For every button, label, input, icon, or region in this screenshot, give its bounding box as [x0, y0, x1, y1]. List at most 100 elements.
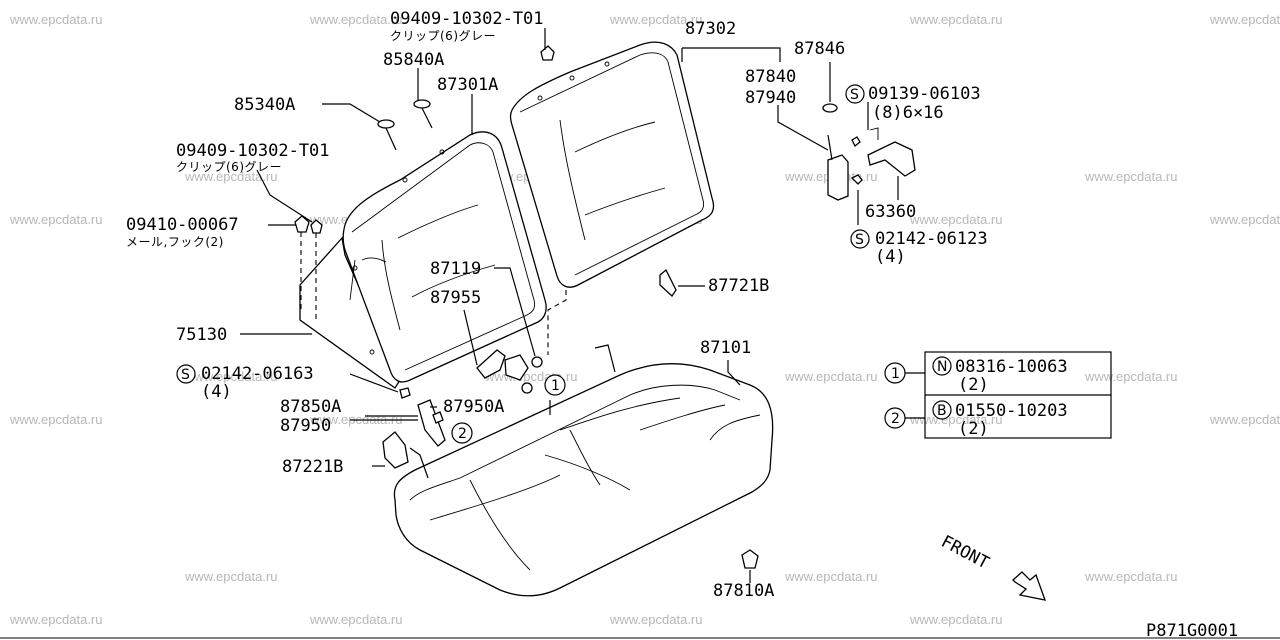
watermark: www.epcdata.ru: [184, 569, 278, 584]
reference-table: 1 N 08316-10063 (2) 2 B 01550-10203 (2): [884, 351, 1112, 439]
watermark: www.epcdata.ru: [909, 12, 1003, 27]
part-label: 87301A: [437, 75, 498, 95]
pin-icon: [377, 119, 395, 129]
s-marker-letter: S: [850, 87, 859, 103]
clip-icon: [741, 549, 759, 569]
part-labels: 09409-10302-T01 クリップ(6)グレー 85840A 87301A…: [126, 9, 988, 601]
ref-marker-1: [884, 362, 906, 384]
watermark: www.epcdata.ru: [1084, 369, 1178, 384]
front-label: FRONT: [938, 532, 993, 574]
part-label: 87846: [794, 39, 845, 59]
left-seat-back: [299, 131, 547, 389]
part-qty: (4): [201, 382, 232, 402]
part-note: メール,フック(2): [126, 235, 224, 249]
part-label: 02142-06163: [201, 364, 314, 384]
watermark: www.epcdata.ru: [309, 12, 403, 27]
part-label: 87850A: [280, 397, 341, 417]
watermark: www.epcdata.ru: [1084, 569, 1178, 584]
ref-marker-number: 1: [551, 378, 560, 394]
leader-lines: [240, 28, 925, 583]
s-marker: [845, 84, 865, 104]
front-indicator: FRONT: [938, 532, 1047, 601]
nut-icon: [531, 356, 543, 368]
s-marker-letter: S: [855, 232, 864, 248]
part-label: 09139-06103: [868, 84, 981, 104]
right-seat-back: [509, 41, 715, 288]
ref-marker-number: 2: [458, 426, 467, 442]
b-marker: [932, 400, 952, 420]
watermark: www.epcdata.ru: [609, 12, 703, 27]
part-label: 63360: [865, 202, 916, 222]
hinge-icon: [867, 141, 916, 177]
pin-icon: [413, 99, 431, 109]
watermark: www.epcdata.ru: [184, 169, 278, 184]
part-label: 85340A: [234, 95, 295, 115]
diagram-code: P871G0001: [1146, 621, 1238, 640]
s-marker: [850, 229, 870, 249]
watermark: www.epcdata.ru: [909, 412, 1003, 427]
part-label: 09409-10302-T01: [176, 141, 330, 161]
part-label: 87950A: [443, 397, 504, 417]
ref-part-code: 01550-10203: [955, 401, 1068, 421]
watermark: www.epcdata.ru: [9, 412, 103, 427]
b-marker-letter: B: [937, 403, 947, 419]
cap-icon: [822, 103, 838, 113]
part-label: 09410-00067: [126, 215, 239, 235]
watermark: www.epcdata.ru: [9, 612, 103, 627]
part-label: 02142-06123: [875, 229, 988, 249]
hook-icon: [294, 215, 310, 233]
watermark: www.epcdata.ru: [1209, 212, 1280, 227]
watermark: www.epcdata.ru: [1084, 169, 1178, 184]
part-label: 87950: [280, 416, 331, 436]
clip-icon: [310, 219, 323, 234]
watermark: www.epcdata.ru: [784, 369, 878, 384]
part-label: 87302: [685, 19, 736, 39]
cover-icon: [382, 431, 409, 469]
part-note: クリップ(6)グレー: [390, 29, 496, 43]
bracket-icon: [417, 399, 446, 447]
watermark: www.epcdata.ru: [909, 212, 1003, 227]
ref-part-code: 08316-10063: [955, 357, 1068, 377]
ref-marker-number: 1: [891, 366, 900, 382]
part-label: 87840: [745, 67, 796, 87]
bracket-icon: [659, 268, 677, 297]
bracket-icon: [476, 349, 506, 379]
watermark: www.epcdata.ru: [909, 612, 1003, 627]
part-label: 75130: [176, 325, 227, 345]
watermark: www.epcdata.ru: [784, 569, 878, 584]
latch-icon: [827, 154, 849, 201]
part-label: 87119: [430, 259, 481, 279]
s-marker: [176, 364, 196, 384]
part-label: 87721B: [708, 276, 769, 296]
n-marker: [932, 356, 952, 376]
part-label: 09409-10302-T01: [390, 9, 544, 29]
part-label: 85840A: [383, 50, 444, 70]
part-note: クリップ(6)グレー: [176, 160, 282, 174]
seat-cushion: [393, 344, 774, 597]
part-label: 87221B: [282, 457, 343, 477]
ref-part-qty: (2): [958, 375, 989, 395]
part-label: 87810A: [713, 581, 774, 601]
small-parts: [294, 45, 916, 569]
s-marker-letter: S: [181, 367, 190, 383]
ref-marker-1: [544, 374, 566, 396]
ref-marker-2: [451, 422, 473, 444]
watermark: www.epcdata.ru: [609, 612, 703, 627]
part-label: 87101: [700, 338, 751, 358]
part-qty: (4): [875, 247, 906, 267]
part-label: 87955: [430, 288, 481, 308]
watermark: www.epcdata.ru: [9, 212, 103, 227]
watermark: www.epcdata.ru: [1209, 412, 1280, 427]
n-marker-letter: N: [937, 359, 947, 375]
ref-marker-number: 2: [891, 411, 900, 427]
part-qty: (8)6×16: [872, 103, 944, 123]
clip-icon: [540, 45, 555, 61]
watermark: www.epcdata.ru: [309, 612, 403, 627]
front-arrow-icon: [1012, 571, 1047, 601]
watermark: www.epcdata.ru: [9, 12, 103, 27]
ref-marker-2: [884, 407, 906, 429]
watermark: www.epcdata.ru: [184, 369, 278, 384]
watermark: www.epcdata.ru: [1209, 12, 1280, 27]
